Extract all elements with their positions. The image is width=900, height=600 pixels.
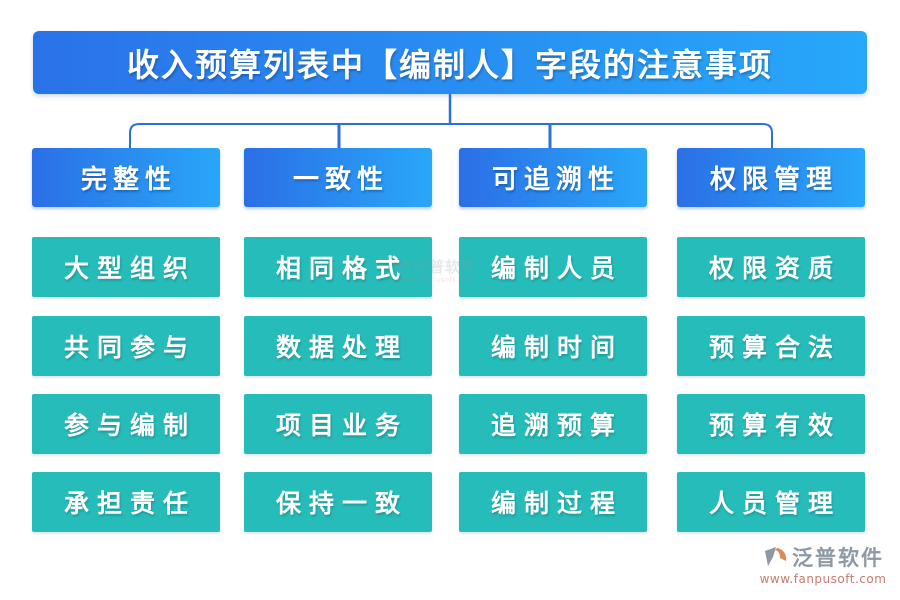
branch-header: 一致性 xyxy=(244,148,432,207)
leaf-node: 项目业务 xyxy=(244,394,432,454)
watermark-logo-text: 泛普软件 xyxy=(412,258,477,276)
leaf-node: 追溯预算 xyxy=(459,394,647,454)
watermark-url-text: www.fanpusoft.com xyxy=(397,276,475,284)
branch-column-consistency: 一致性 相同格式 数据处理 项目业务 保持一致 xyxy=(244,0,432,600)
branch-header: 可追溯性 xyxy=(459,148,647,207)
leaf-node: 人员管理 xyxy=(677,472,865,532)
leaf-node: 编制时间 xyxy=(459,316,647,376)
leaf-node: 大型组织 xyxy=(32,237,220,297)
branch-column-permissions: 权限管理 权限资质 预算合法 预算有效 人员管理 xyxy=(677,0,865,600)
leaf-node: 权限资质 xyxy=(677,237,865,297)
fanpu-logo-icon xyxy=(396,260,410,272)
leaf-node: 承担责任 xyxy=(32,472,220,532)
brand-footer: 泛普软件 www.fanpusoft.com xyxy=(750,545,896,586)
bracket-line xyxy=(129,123,773,149)
branch-header: 完整性 xyxy=(32,148,220,207)
leaf-node: 编制人员 xyxy=(459,237,647,297)
fanpu-logo-icon xyxy=(765,547,787,566)
center-watermark: 泛普软件 www.fanpusoft.com xyxy=(386,258,486,284)
leaf-node: 保持一致 xyxy=(244,472,432,532)
brand-logo-text: 泛普软件 xyxy=(792,545,884,570)
branch-header: 权限管理 xyxy=(677,148,865,207)
branch-column-traceability: 可追溯性 编制人员 编制时间 追溯预算 编制过程 xyxy=(459,0,647,600)
leaf-node: 预算有效 xyxy=(677,394,865,454)
leaf-node: 参与编制 xyxy=(32,394,220,454)
brand-website-text: www.fanpusoft.com xyxy=(759,572,887,586)
branch-column-integrity: 完整性 大型组织 共同参与 参与编制 承担责任 xyxy=(32,0,220,600)
leaf-node: 预算合法 xyxy=(677,316,865,376)
leaf-node: 编制过程 xyxy=(459,472,647,532)
leaf-node: 共同参与 xyxy=(32,316,220,376)
leaf-node: 数据处理 xyxy=(244,316,432,376)
page-title: 收入预算列表中【编制人】字段的注意事项 xyxy=(33,31,867,94)
